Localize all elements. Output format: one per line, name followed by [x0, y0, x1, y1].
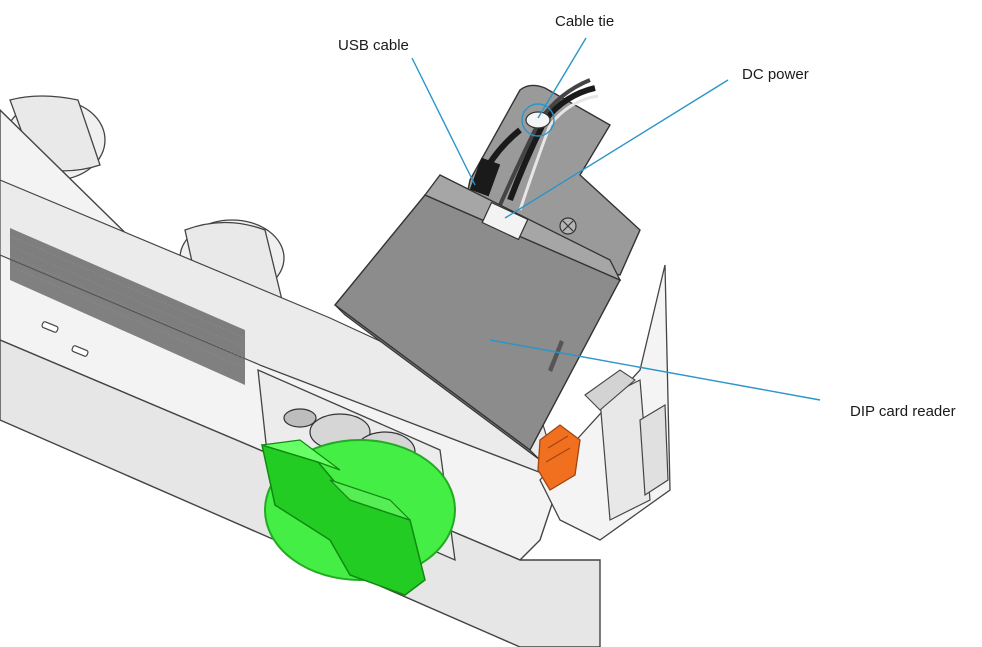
rotary-knob	[260, 439, 456, 596]
label-cable-tie: Cable tie	[555, 13, 614, 30]
label-dip-card-reader: DIP card reader	[850, 403, 956, 420]
orange-connector	[537, 424, 581, 491]
leader-usb-cable	[411, 57, 476, 186]
leader-dip-card-reader	[489, 339, 821, 401]
leader-lines	[411, 37, 821, 401]
cable-tie-marker-circle	[521, 103, 555, 137]
label-dc-power: DC power	[742, 66, 809, 83]
leader-dc-power	[504, 79, 729, 219]
leader-cable-tie	[537, 37, 587, 119]
cable-bundle	[469, 78, 599, 211]
label-usb-cable: USB cable	[338, 37, 409, 54]
dip-card-reader-body	[333, 174, 622, 461]
